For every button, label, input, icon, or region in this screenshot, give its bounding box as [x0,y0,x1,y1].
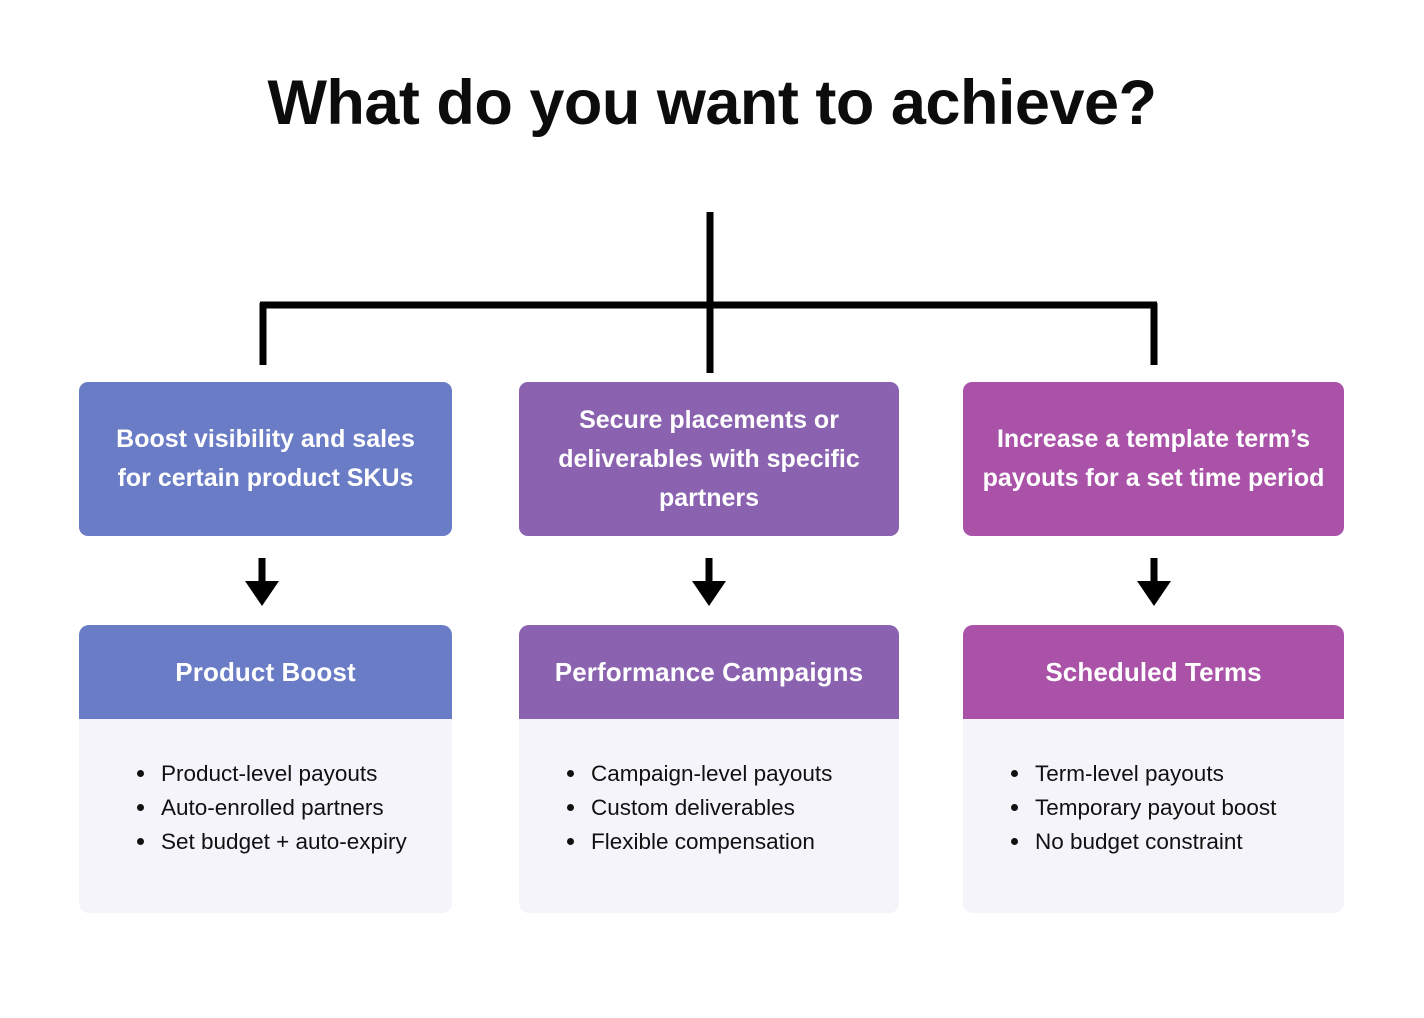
card-body: Term-level payouts Temporary payout boos… [963,719,1344,913]
feature-list: Term-level payouts Temporary payout boos… [963,757,1344,860]
card-header: Performance Campaigns [519,625,899,719]
feature-card-scheduled-terms[interactable]: Scheduled Terms Term-level payouts Tempo… [963,625,1344,913]
option-box-product-boost[interactable]: Boost visibility and sales for certain p… [79,382,452,536]
option-box-scheduled-terms[interactable]: Increase a template term’s payouts for a… [963,382,1344,536]
list-item: Auto-enrolled partners [135,791,442,825]
list-item: Custom deliverables [565,791,889,825]
feature-list: Product-level payouts Auto-enrolled part… [79,757,452,860]
list-item: Set budget + auto-expiry [135,825,442,859]
card-title: Scheduled Terms [1045,656,1262,687]
list-item: Product-level payouts [135,757,442,791]
list-item: No budget constraint [1009,825,1334,859]
list-item: Flexible compensation [565,825,889,859]
list-item: Temporary payout boost [1009,791,1334,825]
option-box-label: Increase a template term’s payouts for a… [982,425,1325,492]
arrow-down-icon [692,558,726,606]
list-item: Campaign-level payouts [565,757,889,791]
feature-list: Campaign-level payouts Custom deliverabl… [519,757,899,860]
card-body: Campaign-level payouts Custom deliverabl… [519,719,899,913]
feature-card-product-boost[interactable]: Product Boost Product-level payouts Auto… [79,625,452,913]
card-header: Scheduled Terms [963,625,1344,719]
card-header: Product Boost [79,625,452,719]
feature-card-performance-campaigns[interactable]: Performance Campaigns Campaign-level pay… [519,625,899,913]
arrow-down-icon [245,558,279,606]
card-title: Performance Campaigns [554,656,864,687]
page-title: What do you want to achieve? [267,68,1157,138]
card-title: Product Boost [175,656,356,687]
card-body: Product-level payouts Auto-enrolled part… [79,719,452,913]
option-box-performance-campaigns[interactable]: Secure placements or deliverables with s… [519,382,899,536]
list-item: Term-level payouts [1009,757,1334,791]
option-box-label: Secure placements or deliverables with s… [558,405,860,512]
option-box-label: Boost visibility and sales for certain p… [116,425,415,492]
arrow-down-icon [1137,558,1171,606]
